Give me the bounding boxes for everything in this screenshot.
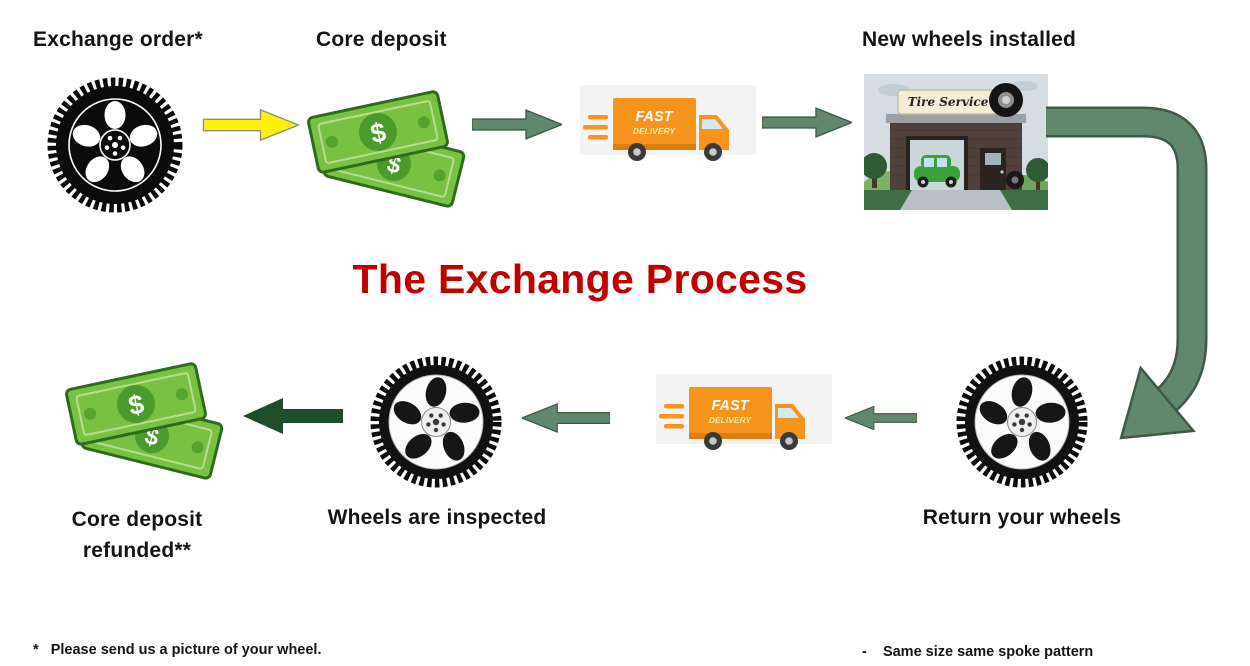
truck-text-fast: FAST: [635, 109, 673, 125]
arrow-right-yellow-icon: [202, 108, 300, 142]
curved-arrow-down-icon: [1046, 106, 1208, 440]
footnotes-left: * Please send us a picture of your wheel…: [33, 593, 322, 666]
delivery-truck-icon: FAST DELIVERY: [580, 85, 756, 171]
money-bills-icon: $ $: [307, 90, 466, 208]
footnote-picture: * Please send us a picture of your wheel…: [33, 642, 322, 658]
arrow-right-green-icon: [472, 109, 562, 140]
money-bills-icon: $ $: [65, 362, 224, 480]
bill-front: $: [65, 362, 207, 446]
delivery-truck-icon: FAST DELIVERY: [656, 374, 832, 460]
alloy-wheel-icon: [370, 356, 502, 488]
truck-text-fast: FAST: [711, 398, 749, 414]
dollar-sign: $: [368, 117, 389, 149]
arrow-left-green-icon: [845, 405, 917, 431]
label-exchange-order: Exchange order*: [33, 28, 203, 51]
alloy-wheel-icon: [956, 356, 1088, 488]
label-return-your-wheels: Return your wheels: [922, 506, 1122, 529]
footnote-same-size: - Same size same spoke pattern: [862, 644, 1094, 660]
footnotes-right: - Same size same spoke pattern - No chro…: [862, 595, 1166, 666]
truck-text-delivery: DELIVERY: [633, 126, 677, 136]
arrow-left-green-icon: [522, 402, 610, 434]
label-core-deposit-refunded-line1: Core deposit: [71, 508, 203, 531]
label-new-wheels-installed: New wheels installed: [862, 28, 1077, 51]
truck-text-delivery: DELIVERY: [709, 415, 753, 425]
arrow-left-dark-green-icon: [243, 398, 343, 434]
black-wheel-icon: [47, 77, 183, 213]
page-title: The Exchange Process: [352, 256, 808, 302]
bill-front: $: [307, 90, 449, 174]
label-core-deposit-refunded: Core deposit refunded**: [27, 504, 247, 566]
arrow-right-green-icon: [762, 107, 852, 138]
shop-sign-text: Tire Service: [908, 95, 989, 109]
dollar-sign: $: [126, 389, 147, 421]
label-core-deposit: Core deposit: [316, 28, 447, 51]
label-wheels-are-inspected: Wheels are inspected: [327, 506, 547, 529]
tire-shop-illustration: Tire Service: [864, 74, 1048, 210]
label-core-deposit-refunded-line2: refunded**: [82, 539, 192, 562]
